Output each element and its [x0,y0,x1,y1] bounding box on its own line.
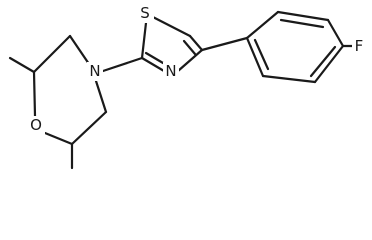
bond-ar6-ar1-inner [253,38,270,71]
bond-ar2-ar3 [276,10,330,22]
atom-label-thiazole-nitrogen: N [165,62,176,80]
morpholine-ring [8,34,144,170]
bond-ar4-ar5 [313,44,345,84]
bond-c4-n3 [176,48,204,73]
molecule-structure: S N N O F [8,4,366,170]
bond-ch-ch2-lower [70,110,108,146]
bond-ar5-ar6 [261,74,317,84]
bond-n3-c2 [140,56,166,73]
bond-c2-morpholine-n [101,56,144,73]
atom-label-fluorine: F [355,37,364,55]
bond-ch2-ch-upper [32,34,72,74]
fluorophenyl-ring [200,10,354,84]
thiazole-ring [140,12,204,73]
atom-label-oxygen: O [30,116,42,134]
bond-ch-o-upper [32,70,37,118]
bond-c4-aryl [200,36,249,52]
bond-ar6-ar1 [245,36,265,78]
bond-n3-c2-double [144,51,165,65]
bond-n-ch2-upper [68,34,91,66]
bond-ch2-n-lower [94,79,108,114]
bond-c5-c4 [188,34,204,52]
bond-o-ch-lower [43,131,74,146]
atom-labels: S N N O F [27,4,366,135]
bond-s-c5 [145,12,192,38]
bond-methyl-upper [8,56,36,74]
bond-ar3-ar4 [326,18,345,48]
bond-ar1-ar2 [245,10,280,40]
atom-label-morpholine-nitrogen: N [89,62,100,80]
bond-ar2-ar3-inner [279,18,325,29]
atom-label-sulfur: S [140,4,150,22]
bond-ar4-ar5-inner [309,45,337,78]
bond-c5-c4-double [182,39,197,56]
